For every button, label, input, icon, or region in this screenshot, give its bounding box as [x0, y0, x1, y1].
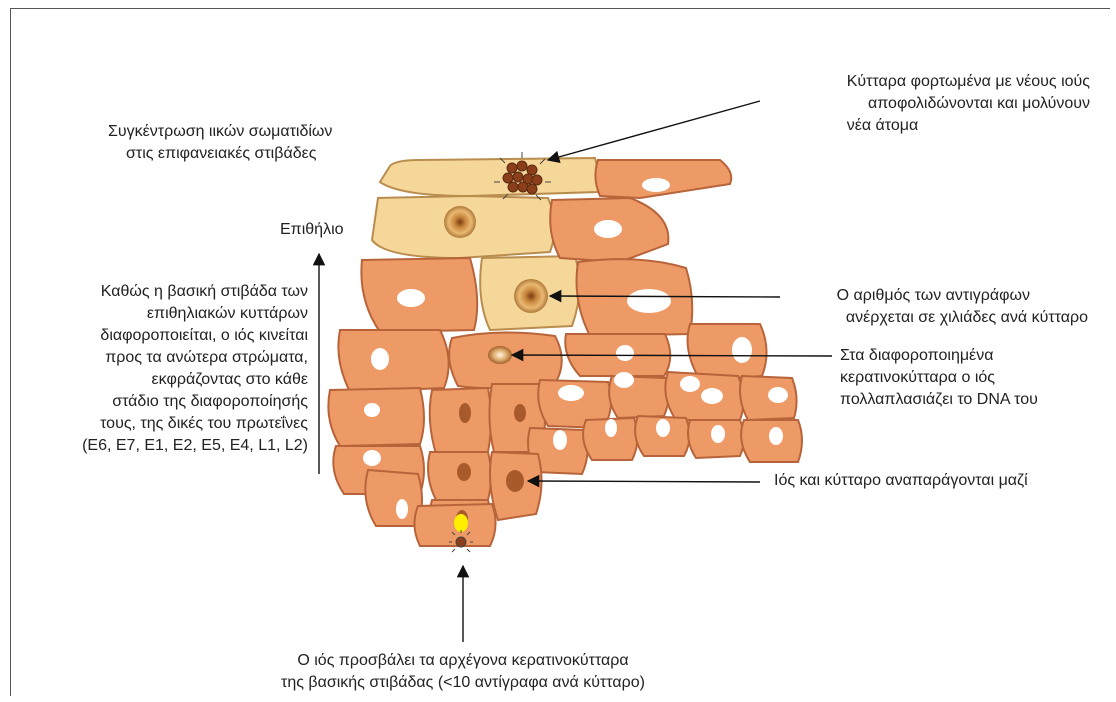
white-nucleus — [627, 289, 671, 313]
white-nucleus — [711, 425, 725, 443]
label-dna-amplification: Στα διαφοροποιημένα κερατινοκύτταρα ο ιό… — [840, 345, 1038, 411]
label-differentiation-process: Καθώς η βασική στιβάδα των επιθηλιακών κ… — [28, 281, 308, 457]
label-basal-infection: Ο ιός προσβάλει τα αρχέγονα κερατινοκύττ… — [243, 650, 683, 694]
white-nucleus — [616, 345, 634, 361]
white-nucleus — [371, 348, 389, 370]
label-co-replication: Ιός και κύτταρο αναπαράγονται μαζί — [774, 470, 1028, 492]
cell — [688, 324, 767, 380]
label-viral-concentration: Συγκέντρωση ιικών σωματιδίων στις επιφαν… — [108, 121, 332, 165]
brown-nucleus — [514, 404, 526, 422]
white-nucleus — [558, 385, 584, 401]
white-nucleus — [363, 450, 381, 466]
white-nucleus — [364, 403, 380, 417]
white-nucleus — [605, 419, 617, 437]
white-nucleus — [769, 427, 783, 445]
cell — [328, 388, 424, 446]
brown-nucleus — [506, 470, 524, 492]
virus-particle — [456, 537, 466, 547]
replicating-nucleus — [488, 346, 512, 364]
cell — [740, 376, 797, 420]
white-nucleus — [594, 220, 622, 238]
cell — [338, 330, 448, 392]
label-shed-cells: Κύτταρα φορτωμένα με νέους ιούς αποφολιδ… — [847, 71, 1090, 137]
white-nucleus — [656, 419, 670, 437]
arrow-to-virus-cluster — [548, 101, 760, 160]
pale-nucleus — [444, 206, 476, 238]
top-pale-cell — [380, 158, 599, 196]
white-nucleus — [553, 430, 567, 450]
white-nucleus — [614, 372, 634, 388]
brown-nucleus — [459, 403, 471, 423]
white-nucleus — [396, 499, 408, 519]
label-copy-number: Ο αριθμός των αντιγράφων ανέρχεται σε χι… — [837, 285, 1088, 329]
white-nucleus — [680, 376, 700, 392]
white-nucleus — [701, 388, 723, 404]
cell — [430, 388, 491, 454]
cell — [365, 470, 422, 526]
white-nucleus — [732, 337, 752, 363]
white-nucleus — [768, 387, 788, 403]
infection-spot — [454, 514, 468, 532]
arrow-to-basal-nucleus — [528, 481, 760, 482]
white-nucleus — [642, 178, 670, 192]
pale-nucleus — [514, 279, 548, 313]
brown-nucleus — [457, 463, 471, 481]
label-epithelium: Επιθήλιο — [280, 219, 344, 241]
cell — [595, 160, 731, 198]
white-nucleus — [397, 289, 425, 307]
